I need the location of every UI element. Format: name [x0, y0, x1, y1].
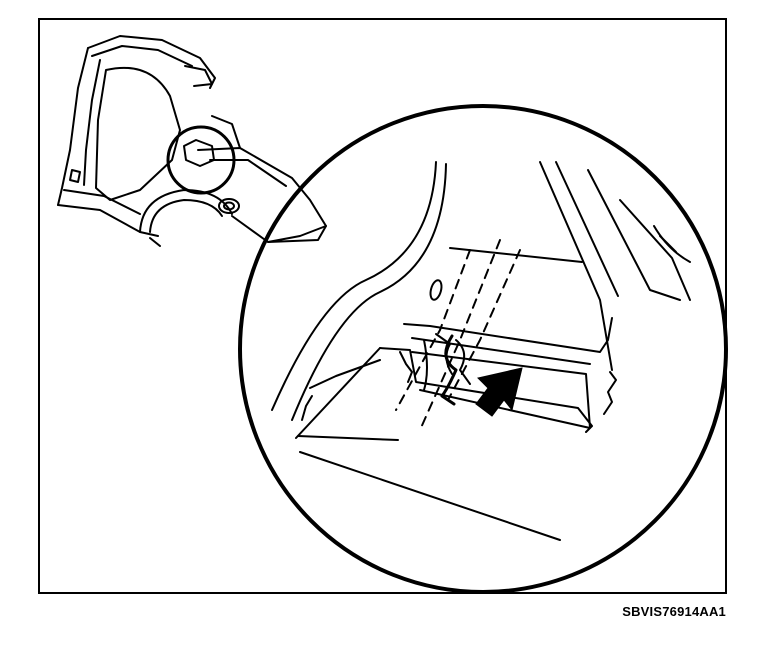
figure-code: SBVIS76914AA1 — [622, 604, 726, 619]
detail-callout-circle — [166, 125, 236, 195]
magnified-panel-detail — [271, 161, 691, 541]
hidden-outline-dashes — [395, 239, 521, 431]
crack-line — [440, 334, 458, 406]
figure-frame — [38, 18, 727, 594]
vehicle-body-overview — [57, 35, 327, 247]
pointer-arrow — [475, 367, 523, 417]
magnified-detail-circle — [238, 104, 728, 594]
